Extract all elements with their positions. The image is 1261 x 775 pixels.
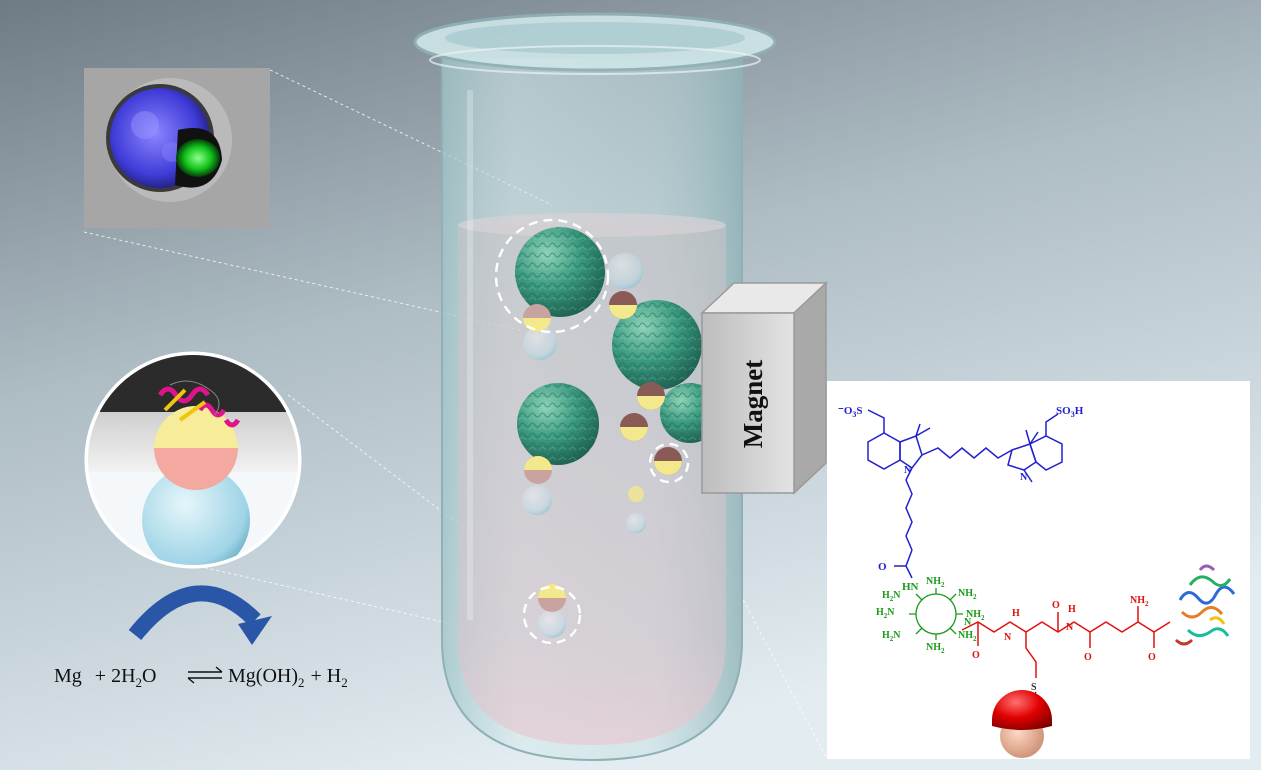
nh2-label-5: NH2 (926, 642, 945, 655)
protein-ribbon (157, 386, 241, 428)
nh2-glu-label: NH2 (1130, 595, 1149, 608)
h2n-label-2: H2N (882, 590, 901, 603)
h2n-label-3: H2N (882, 630, 901, 643)
nh2-label-2: NH2 (958, 588, 977, 601)
magnet-label: Magnet (738, 360, 768, 448)
janus-motor-8 (628, 486, 644, 502)
janus-motor-4 (620, 413, 648, 441)
carbonyl-o-label: O (878, 561, 887, 573)
equilibrium-arrow (187, 666, 223, 684)
janus-motor-6 (524, 456, 552, 484)
janus-motor-2 (609, 291, 637, 319)
microsphere-3 (517, 383, 599, 465)
microsphere-2 (612, 300, 702, 390)
janus-motor-3 (637, 382, 665, 410)
hn-label: HN (902, 581, 919, 593)
janus-motors (523, 291, 682, 612)
h1-label: H (1012, 608, 1020, 619)
peptide-chain (961, 606, 1171, 678)
nh2-label-3: NH2 (966, 609, 985, 622)
nh2-label-1: NH2 (926, 576, 945, 589)
highlight-circles (494, 218, 690, 645)
h2n-label-1: H2N (876, 607, 895, 620)
s-link-label: S (1031, 682, 1037, 693)
cell-microscopy-inset (84, 68, 270, 228)
janus-particle-large (992, 690, 1052, 758)
microsphere-1 (515, 227, 605, 317)
reaction-products: Mg(OH)2+ H2 (228, 665, 348, 690)
nh2-label-4: NH2 (958, 630, 977, 643)
o-cys-label: O (1052, 600, 1060, 611)
janus-motor-1 (523, 304, 551, 332)
so3h-right-label: SO3H (1056, 405, 1084, 419)
janus-zoom-inset (84, 351, 302, 569)
reaction-arrow (128, 585, 272, 645)
n-plus-label: N (904, 465, 912, 476)
magnet (700, 281, 828, 495)
bubbles (522, 253, 646, 638)
o-gly-label: O (972, 650, 980, 661)
cyanine-dye (867, 409, 1063, 551)
molecule-panel: ⁻O3S SO3H N N O HN NH2 NH2 NH2 NH2 NH2 H… (827, 381, 1250, 759)
janus-motor-5 (654, 447, 682, 475)
n-h2-label: N (1066, 622, 1074, 633)
n-h1-label: N (1004, 632, 1012, 643)
reaction-equation: Mg + 2H2O (54, 665, 156, 690)
protein-cartoon (1174, 564, 1236, 646)
so3-left-label: ⁻O3S (838, 405, 863, 419)
o-glu2-label: O (1148, 652, 1156, 663)
o-glu1-label: O (1084, 652, 1092, 663)
n-core-label: N (964, 617, 972, 628)
amine-ring (909, 588, 963, 640)
h2-label: H (1068, 604, 1076, 615)
n-right-label: N (1020, 472, 1028, 483)
